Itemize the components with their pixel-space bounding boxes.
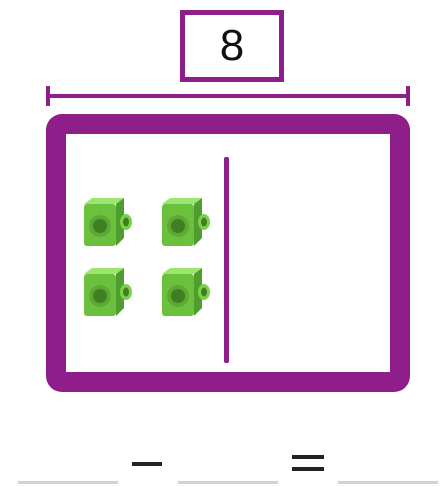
- linking-cube-icon: [152, 196, 210, 248]
- equals-bar-top: [292, 455, 324, 459]
- answer-blank-2[interactable]: [178, 481, 278, 484]
- bracket-line: [46, 94, 410, 98]
- total-box: 8: [180, 10, 284, 82]
- total-value: 8: [219, 21, 245, 70]
- answer-blank-3[interactable]: [338, 481, 438, 484]
- bracket-right-cap: [406, 86, 410, 106]
- measure-bracket: [46, 86, 410, 106]
- equals-bar-bottom: [292, 467, 324, 471]
- equals-sign: [292, 455, 324, 473]
- linking-cube-icon: [152, 266, 210, 318]
- frame-divider: [224, 157, 229, 363]
- linking-cube-icon: [74, 196, 132, 248]
- linking-cube-icon: [74, 266, 132, 318]
- answer-blank-1[interactable]: [18, 481, 118, 484]
- minus-sign: [132, 462, 162, 466]
